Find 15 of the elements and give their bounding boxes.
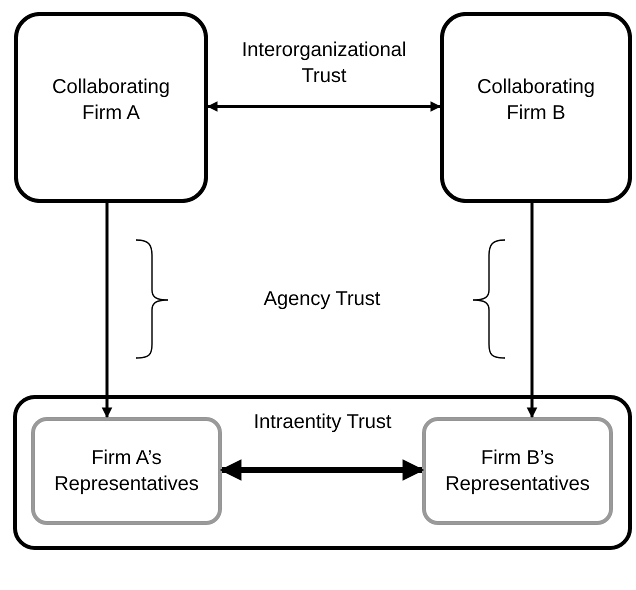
text-label: Agency Trust — [264, 288, 380, 311]
arrow — [526, 203, 538, 418]
group-title: Intraentity Trust — [254, 410, 392, 435]
arrow — [206, 101, 442, 112]
node-label: Firm A’s Representatives — [53, 446, 200, 497]
arrow — [220, 459, 424, 481]
group-box — [13, 395, 632, 550]
rounded-box — [14, 12, 208, 203]
node-label: Collaborating Firm B — [476, 75, 596, 126]
rounded-box — [440, 12, 632, 203]
node-label: Firm B’s Representatives — [444, 446, 591, 497]
rounded-box — [422, 417, 613, 525]
rounded-box — [31, 417, 222, 525]
node-label: Collaborating Firm A — [51, 75, 171, 126]
arrow — [102, 203, 112, 418]
